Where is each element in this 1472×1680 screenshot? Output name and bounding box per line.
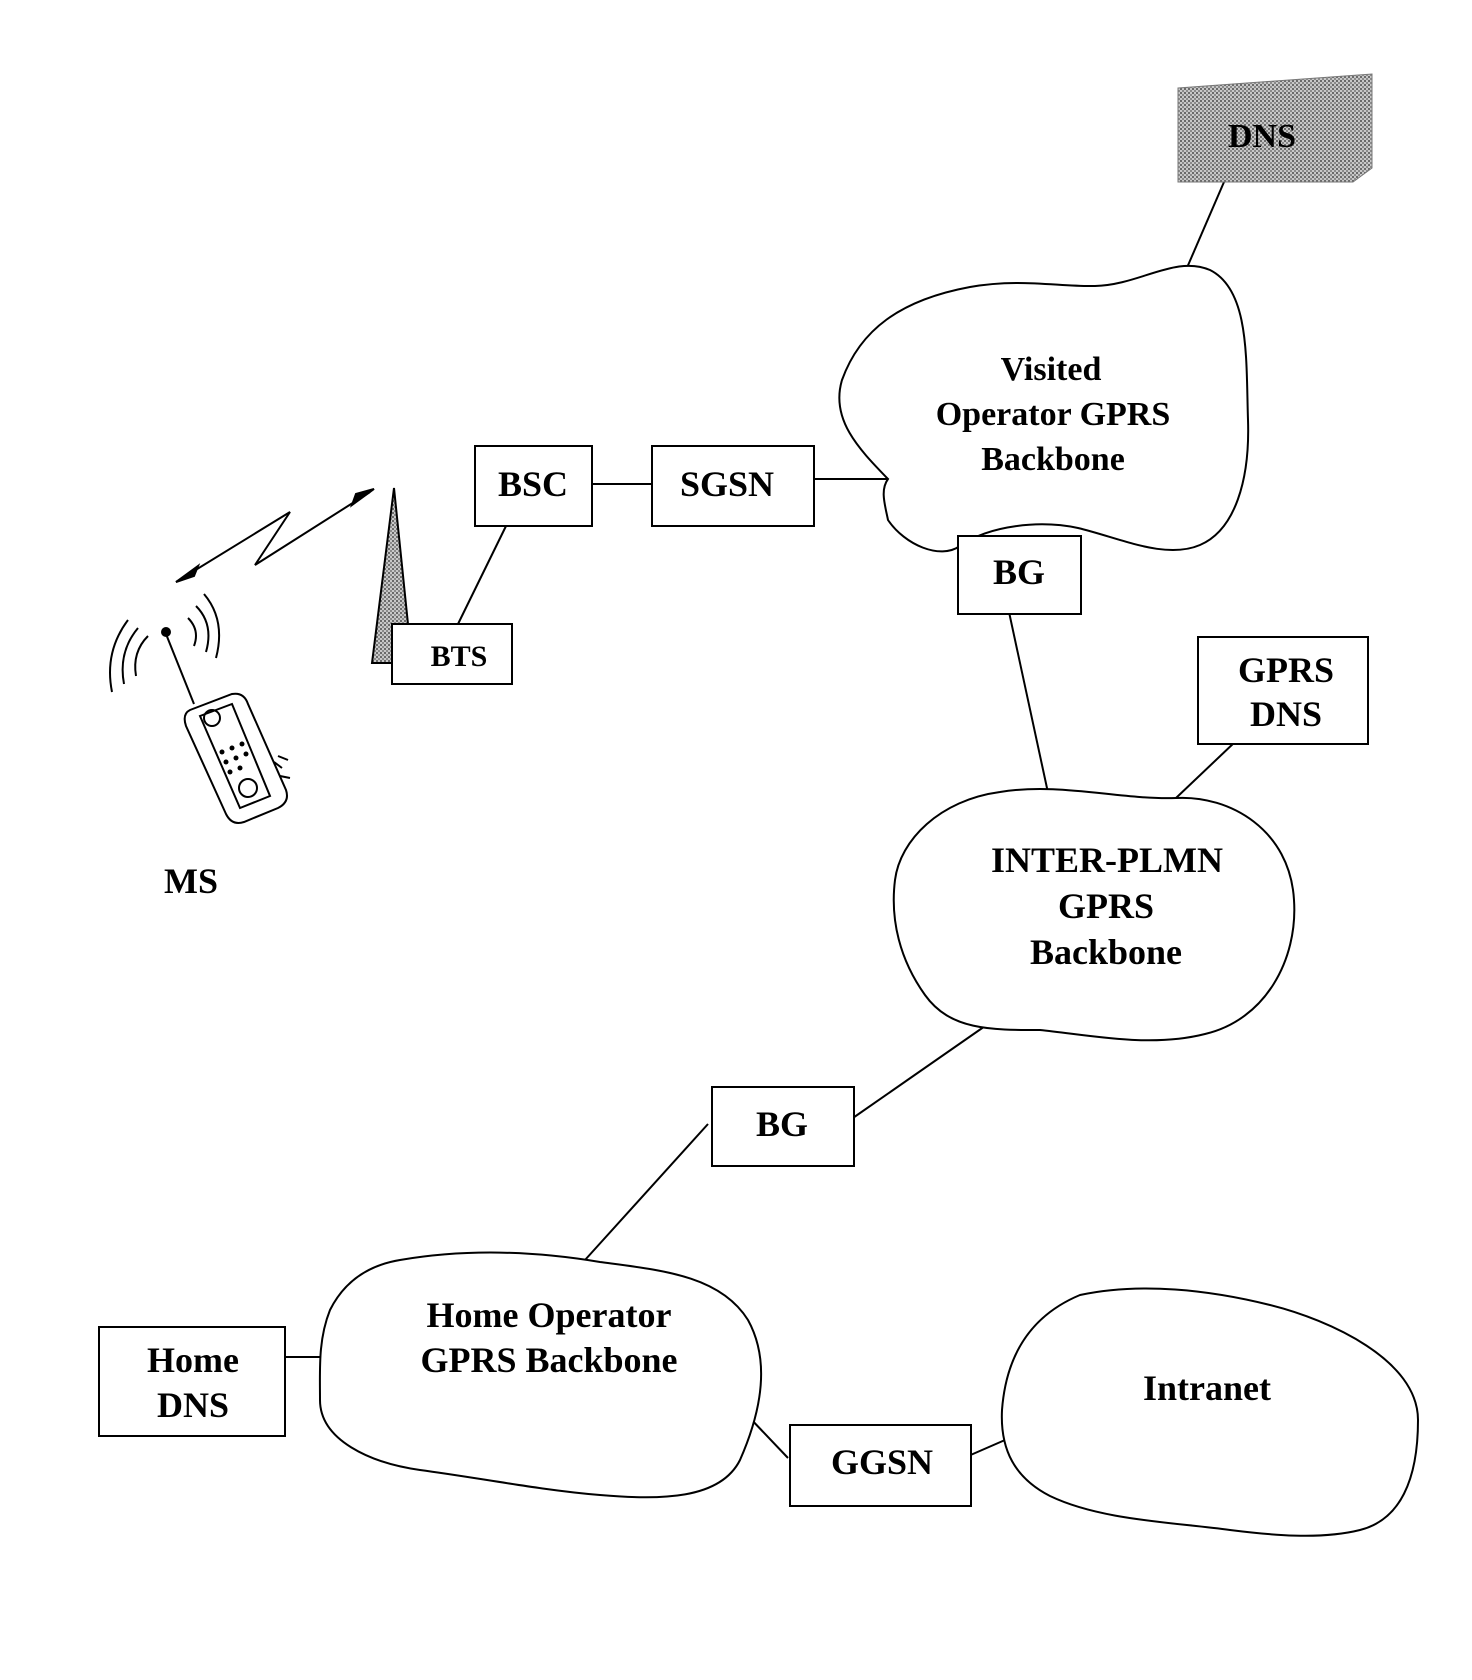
link-bg-inter [1008,611,1051,803]
ggsn-node: GGSN [789,1424,972,1507]
visited-operator-backbone-cloud: Visited Operator GPRS Backbone [838,264,1250,553]
ms-label: MS [164,861,218,901]
bg-visited-node: BG [957,535,1082,615]
link-gprsdns-inter [1175,740,1237,799]
intranet-cloud: Intranet [1000,1287,1420,1537]
home-dns-line2: DNS [157,1385,229,1425]
dns-top-label: DNS [1228,118,1296,155]
home-line1: Home Operator [427,1295,672,1335]
sgsn-node: SGSN [651,445,815,527]
link-bts-bsc [457,523,508,625]
visited-line2: Operator GPRS [936,396,1171,433]
intranet-label: Intranet [1143,1368,1271,1408]
link-home-ggsn [747,1415,789,1459]
gprs-dns-line2: DNS [1250,694,1322,734]
bts-label: BTS [431,640,488,673]
link-dns-visited [1185,181,1225,271]
bg-home-label: BG [756,1104,808,1144]
inter-line1: INTER-PLMN [991,840,1223,880]
home-dns-node: Home DNS [98,1326,286,1437]
visited-line3: Backbone [981,441,1125,478]
home-operator-backbone-cloud: Home Operator GPRS Backbone [318,1251,762,1499]
inter-line3: Backbone [1030,932,1182,972]
bts-node: BTS [391,623,513,685]
mobile-phone-icon [109,593,291,824]
visited-line1: Visited [1001,351,1102,388]
bg-visited-label: BG [993,552,1045,592]
sgsn-label: SGSN [680,464,774,504]
link-bghome-home [584,1123,709,1261]
inter-line2: GPRS [1058,886,1154,926]
link-ggsn-intranet [965,1439,1006,1458]
inter-plmn-backbone-cloud: INTER-PLMN GPRS Backbone [892,787,1296,1042]
home-line2: GPRS Backbone [420,1340,677,1380]
gprs-dns-node: GPRS DNS [1197,636,1369,745]
gprs-dns-line1: GPRS [1238,650,1334,690]
ggsn-label: GGSN [831,1442,933,1482]
link-inter-bghome [849,1023,989,1121]
dns-server-shaded: DNS [1177,73,1373,183]
bsc-label: BSC [498,464,568,504]
home-dns-line1: Home [147,1340,239,1380]
bsc-node: BSC [474,445,593,527]
radio-link-arrow-icon [175,488,375,583]
bg-home-node: BG [711,1086,855,1167]
